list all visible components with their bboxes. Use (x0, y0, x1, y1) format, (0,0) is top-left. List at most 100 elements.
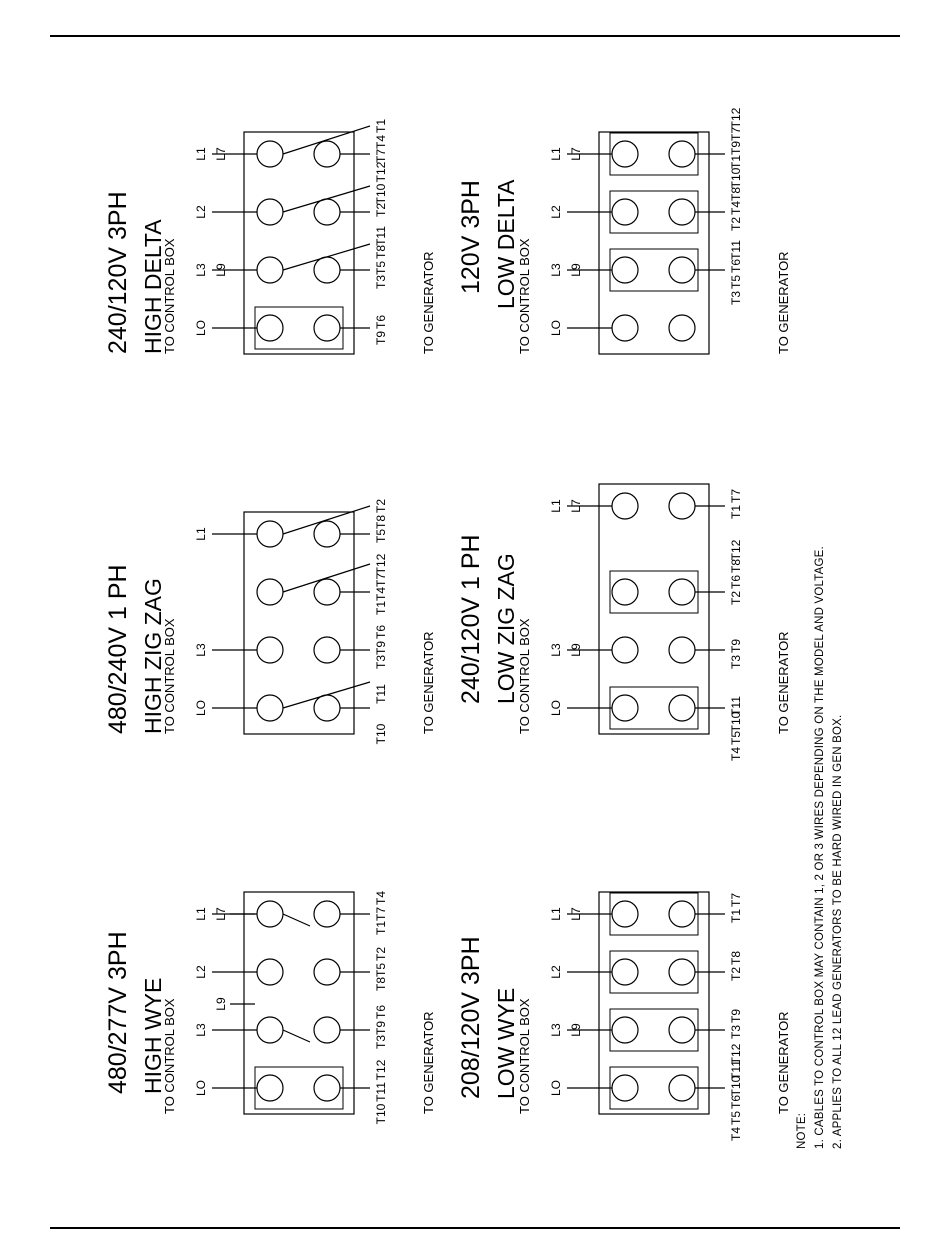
svg-text:T7: T7 (729, 489, 743, 503)
svg-text:T7: T7 (729, 127, 743, 141)
high-wye-control-box-label: TO CONTROL BOX (162, 998, 177, 1114)
svg-text:T2: T2 (729, 591, 743, 605)
svg-text:T10: T10 (729, 711, 743, 732)
svg-text:T8: T8 (729, 559, 743, 573)
svg-text:L9: L9 (214, 997, 228, 1011)
svg-text:LO: LO (194, 1080, 208, 1096)
svg-text:L1: L1 (549, 499, 563, 513)
svg-text:L9: L9 (569, 1023, 583, 1037)
high-zig-zag-control-box-label: TO CONTROL BOX (162, 618, 177, 734)
svg-text:T9: T9 (374, 641, 388, 655)
svg-text:L3: L3 (549, 1023, 563, 1037)
svg-text:L1: L1 (194, 907, 208, 921)
low-delta-generator-label: TO GENERATOR (776, 251, 791, 354)
svg-text:L9: L9 (214, 263, 228, 277)
svg-text:T10: T10 (729, 1075, 743, 1096)
svg-text:L7: L7 (569, 907, 583, 921)
svg-text:LO: LO (549, 1080, 563, 1096)
bottom-rule (50, 1227, 900, 1229)
svg-text:T11: T11 (374, 1082, 388, 1102)
low-wye-control-box-label: TO CONTROL BOX (517, 998, 532, 1114)
svg-text:T10: T10 (729, 167, 743, 188)
svg-text:L7: L7 (569, 147, 583, 161)
svg-text:T8: T8 (729, 951, 743, 965)
svg-text:T5: T5 (374, 261, 388, 275)
svg-text:L7: L7 (569, 499, 583, 513)
svg-text:L1: L1 (194, 527, 208, 541)
svg-text:T4: T4 (374, 891, 388, 905)
svg-text:T5: T5 (729, 1111, 743, 1125)
svg-text:T6: T6 (729, 1095, 743, 1109)
note-heading: NOTE: (796, 1112, 808, 1149)
svg-text:T12: T12 (374, 161, 388, 182)
svg-text:L7: L7 (214, 147, 228, 161)
svg-text:T10: T10 (374, 723, 388, 744)
svg-text:L3: L3 (549, 263, 563, 277)
svg-text:T1: T1 (374, 119, 388, 133)
svg-text:T12: T12 (729, 1043, 743, 1064)
svg-text:L2: L2 (549, 205, 563, 219)
svg-text:T7: T7 (374, 907, 388, 921)
high-delta-control-box-label: TO CONTROL BOX (162, 238, 177, 354)
svg-text:T8: T8 (374, 515, 388, 529)
svg-text:T10: T10 (374, 183, 388, 204)
svg-text:L1: L1 (549, 147, 563, 161)
svg-text:L3: L3 (194, 643, 208, 657)
svg-text:L1: L1 (194, 147, 208, 161)
svg-text:LO: LO (194, 320, 208, 336)
svg-text:T6: T6 (374, 1005, 388, 1019)
note-item: 2. APPLIES TO ALL 12 LEAD GENERATORS TO … (832, 714, 844, 1149)
svg-text:T5: T5 (729, 731, 743, 745)
svg-text:T3: T3 (729, 1025, 743, 1039)
svg-text:T10: T10 (374, 1103, 388, 1124)
svg-text:T8: T8 (374, 245, 388, 259)
svg-text:T3: T3 (374, 655, 388, 669)
svg-text:T8: T8 (374, 977, 388, 991)
low-wye-generator-label: TO GENERATOR (776, 1011, 791, 1114)
svg-text:T11: T11 (729, 1060, 743, 1080)
svg-text:L3: L3 (194, 263, 208, 277)
svg-text:T11: T11 (729, 240, 743, 260)
svg-text:T11: T11 (374, 684, 388, 704)
svg-text:T1: T1 (729, 909, 743, 923)
svg-text:T2: T2 (374, 203, 388, 217)
svg-text:L9: L9 (569, 643, 583, 657)
svg-text:LO: LO (194, 700, 208, 716)
svg-text:T1: T1 (729, 505, 743, 519)
note-item: 1. CABLES TO CONTROL BOX MAY CONTAIN 1, … (814, 546, 826, 1149)
svg-text:T4: T4 (374, 587, 388, 601)
svg-text:T6: T6 (729, 575, 743, 589)
svg-text:T12: T12 (374, 1059, 388, 1080)
svg-text:T7: T7 (374, 149, 388, 163)
svg-text:T2: T2 (374, 499, 388, 513)
top-rule (50, 35, 900, 37)
svg-text:T7: T7 (729, 893, 743, 907)
svg-text:T8: T8 (729, 187, 743, 201)
low-delta-control-box-label: TO CONTROL BOX (517, 238, 532, 354)
svg-text:L1: L1 (549, 907, 563, 921)
svg-text:L3: L3 (549, 643, 563, 657)
svg-text:T3: T3 (729, 291, 743, 305)
svg-text:T11: T11 (374, 226, 388, 246)
low-zig-zag-generator-label: TO GENERATOR (776, 631, 791, 734)
svg-text:LO: LO (549, 320, 563, 336)
svg-text:T12: T12 (729, 539, 743, 560)
svg-text:L2: L2 (194, 205, 208, 219)
svg-text:T9: T9 (729, 1009, 743, 1023)
svg-text:T9: T9 (374, 331, 388, 345)
svg-text:T6: T6 (374, 315, 388, 329)
svg-text:T5: T5 (374, 529, 388, 543)
svg-text:L2: L2 (549, 965, 563, 979)
high-delta-generator-label: TO GENERATOR (421, 251, 436, 354)
svg-text:T3: T3 (374, 1035, 388, 1049)
svg-text:T12: T12 (374, 553, 388, 574)
svg-text:LO: LO (549, 700, 563, 716)
svg-text:T3: T3 (729, 655, 743, 669)
svg-text:T5: T5 (374, 963, 388, 977)
svg-text:T9: T9 (729, 141, 743, 155)
svg-text:L3: L3 (194, 1023, 208, 1037)
